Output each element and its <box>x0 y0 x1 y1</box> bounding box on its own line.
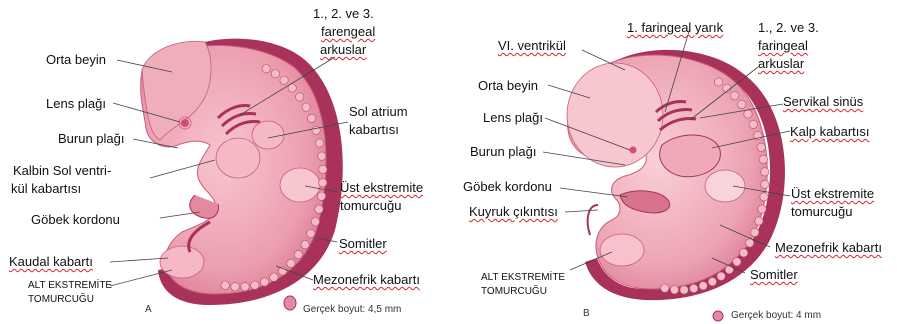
label-b-lowerlimb-line2: TOMURCUĞU <box>481 286 547 298</box>
somite <box>315 205 323 213</box>
label-a-upperlimb-line2: tomurcuğu <box>340 198 401 213</box>
somite <box>231 283 239 291</box>
somite <box>757 143 765 151</box>
somite <box>287 259 295 267</box>
somite <box>307 114 315 122</box>
somite <box>731 92 739 100</box>
somite <box>759 155 767 163</box>
somite <box>271 70 279 78</box>
label-a-upperlimb-line1: Üst ekstremite <box>340 180 423 195</box>
somite <box>751 228 759 236</box>
label-b-lowerlimb-line1: ALT EKSTREMİTE <box>481 272 565 284</box>
label-a-lens: Lens plağı <box>46 96 106 111</box>
somite <box>749 120 757 128</box>
somite <box>301 240 309 248</box>
somite <box>279 267 287 275</box>
somite <box>319 165 327 173</box>
label-a-midbrain: Orta beyin <box>46 52 106 67</box>
somite <box>744 110 752 118</box>
somite <box>241 283 249 291</box>
label-a-arches-line1: 1., 2. ve 3. <box>313 6 374 21</box>
somite <box>699 282 707 290</box>
label-b-arches-line3: arkuslar <box>758 56 804 71</box>
label-a-ventricle-line1: Kalbin Sol ventri- <box>13 163 111 178</box>
label-a-nasal: Burun plağı <box>58 131 125 146</box>
size-icon-a <box>284 296 296 310</box>
label-b-nasal: Burun plağı <box>470 144 537 159</box>
somite <box>714 78 722 86</box>
label-b-heart: Kalp kabartısı <box>790 124 870 139</box>
label-a-arches-line2: farengeal <box>321 24 375 39</box>
somite <box>708 278 716 286</box>
somite <box>295 93 303 101</box>
somite <box>318 152 326 160</box>
label-a-lowerlimb-line1: ALT EKSTREMİTE <box>28 280 112 292</box>
somite <box>319 179 327 187</box>
label-b-somites: Somitler <box>750 267 798 282</box>
somite <box>302 103 310 111</box>
somite <box>680 286 688 294</box>
somite <box>315 139 323 147</box>
somite <box>755 217 763 225</box>
somite <box>307 229 315 237</box>
label-a-lowerlimb-line2: TOMURCUĞU <box>28 294 94 306</box>
panel-a-letter: A <box>145 304 152 315</box>
label-b-arches-line1: 1., 2. ve 3. <box>758 20 819 35</box>
label-b-upperlimb-line1: Üst ekstremite <box>791 186 874 201</box>
label-a-umbilical: Göbek kordonu <box>31 212 120 227</box>
panel-a-size-note: Gerçek boyut: 4,5 mm <box>303 305 401 315</box>
somite <box>317 192 325 200</box>
label-b-upperlimb-line2: tomurcuğu <box>791 204 852 219</box>
label-b-cervical-sinus: Servikal sinüs <box>783 94 863 109</box>
somite <box>758 205 766 213</box>
label-b-arches-line2: faringeal <box>758 38 808 53</box>
somite <box>260 278 268 286</box>
label-a-caudal: Kaudal kabartı <box>9 254 93 269</box>
somite <box>690 284 698 292</box>
label-b-ventricle: VI. ventrikül <box>498 38 566 53</box>
somite <box>725 265 733 273</box>
somite <box>311 218 319 226</box>
somite <box>760 193 768 201</box>
label-b-midbrain: Orta beyin <box>478 78 538 93</box>
label-b-mesonephric: Mezonefrik kabartı <box>775 240 882 255</box>
somite <box>661 284 669 292</box>
label-a-ventricle-line2: kül kabartısı <box>11 181 81 196</box>
somite <box>746 239 754 247</box>
label-a-somites: Somitler <box>339 236 387 251</box>
panel-b-letter: B <box>583 308 590 319</box>
somite <box>733 258 741 266</box>
size-icon-b <box>713 311 723 321</box>
embryo-b <box>567 50 785 300</box>
somite <box>738 100 746 108</box>
label-b-lens: Lens plağı <box>483 110 543 125</box>
panel-b-size-note: Gerçek boyut: 4 mm <box>731 311 821 321</box>
somite <box>761 180 769 188</box>
somite <box>270 273 278 281</box>
label-a-atrium-line2: kabartısı <box>349 122 399 137</box>
label-a-atrium-line1: Sol atrium <box>349 104 408 119</box>
somite <box>740 249 748 257</box>
label-b-pharyngeal-groove: 1. faringeal yarık <box>627 20 723 35</box>
somite <box>262 65 270 73</box>
label-a-arches-line3: arkuslar <box>320 42 366 57</box>
somite <box>221 281 229 289</box>
somite <box>280 76 288 84</box>
somite <box>761 168 769 176</box>
somite <box>294 250 302 258</box>
label-a-mesonephric: Mezonefrik kabartı <box>313 272 420 287</box>
label-b-umbilical: Göbek kordonu <box>463 179 552 194</box>
somite <box>670 286 678 294</box>
somite <box>251 281 259 289</box>
somite <box>717 272 725 280</box>
label-b-tail: Kuyruk çıkıntısı <box>469 204 558 219</box>
